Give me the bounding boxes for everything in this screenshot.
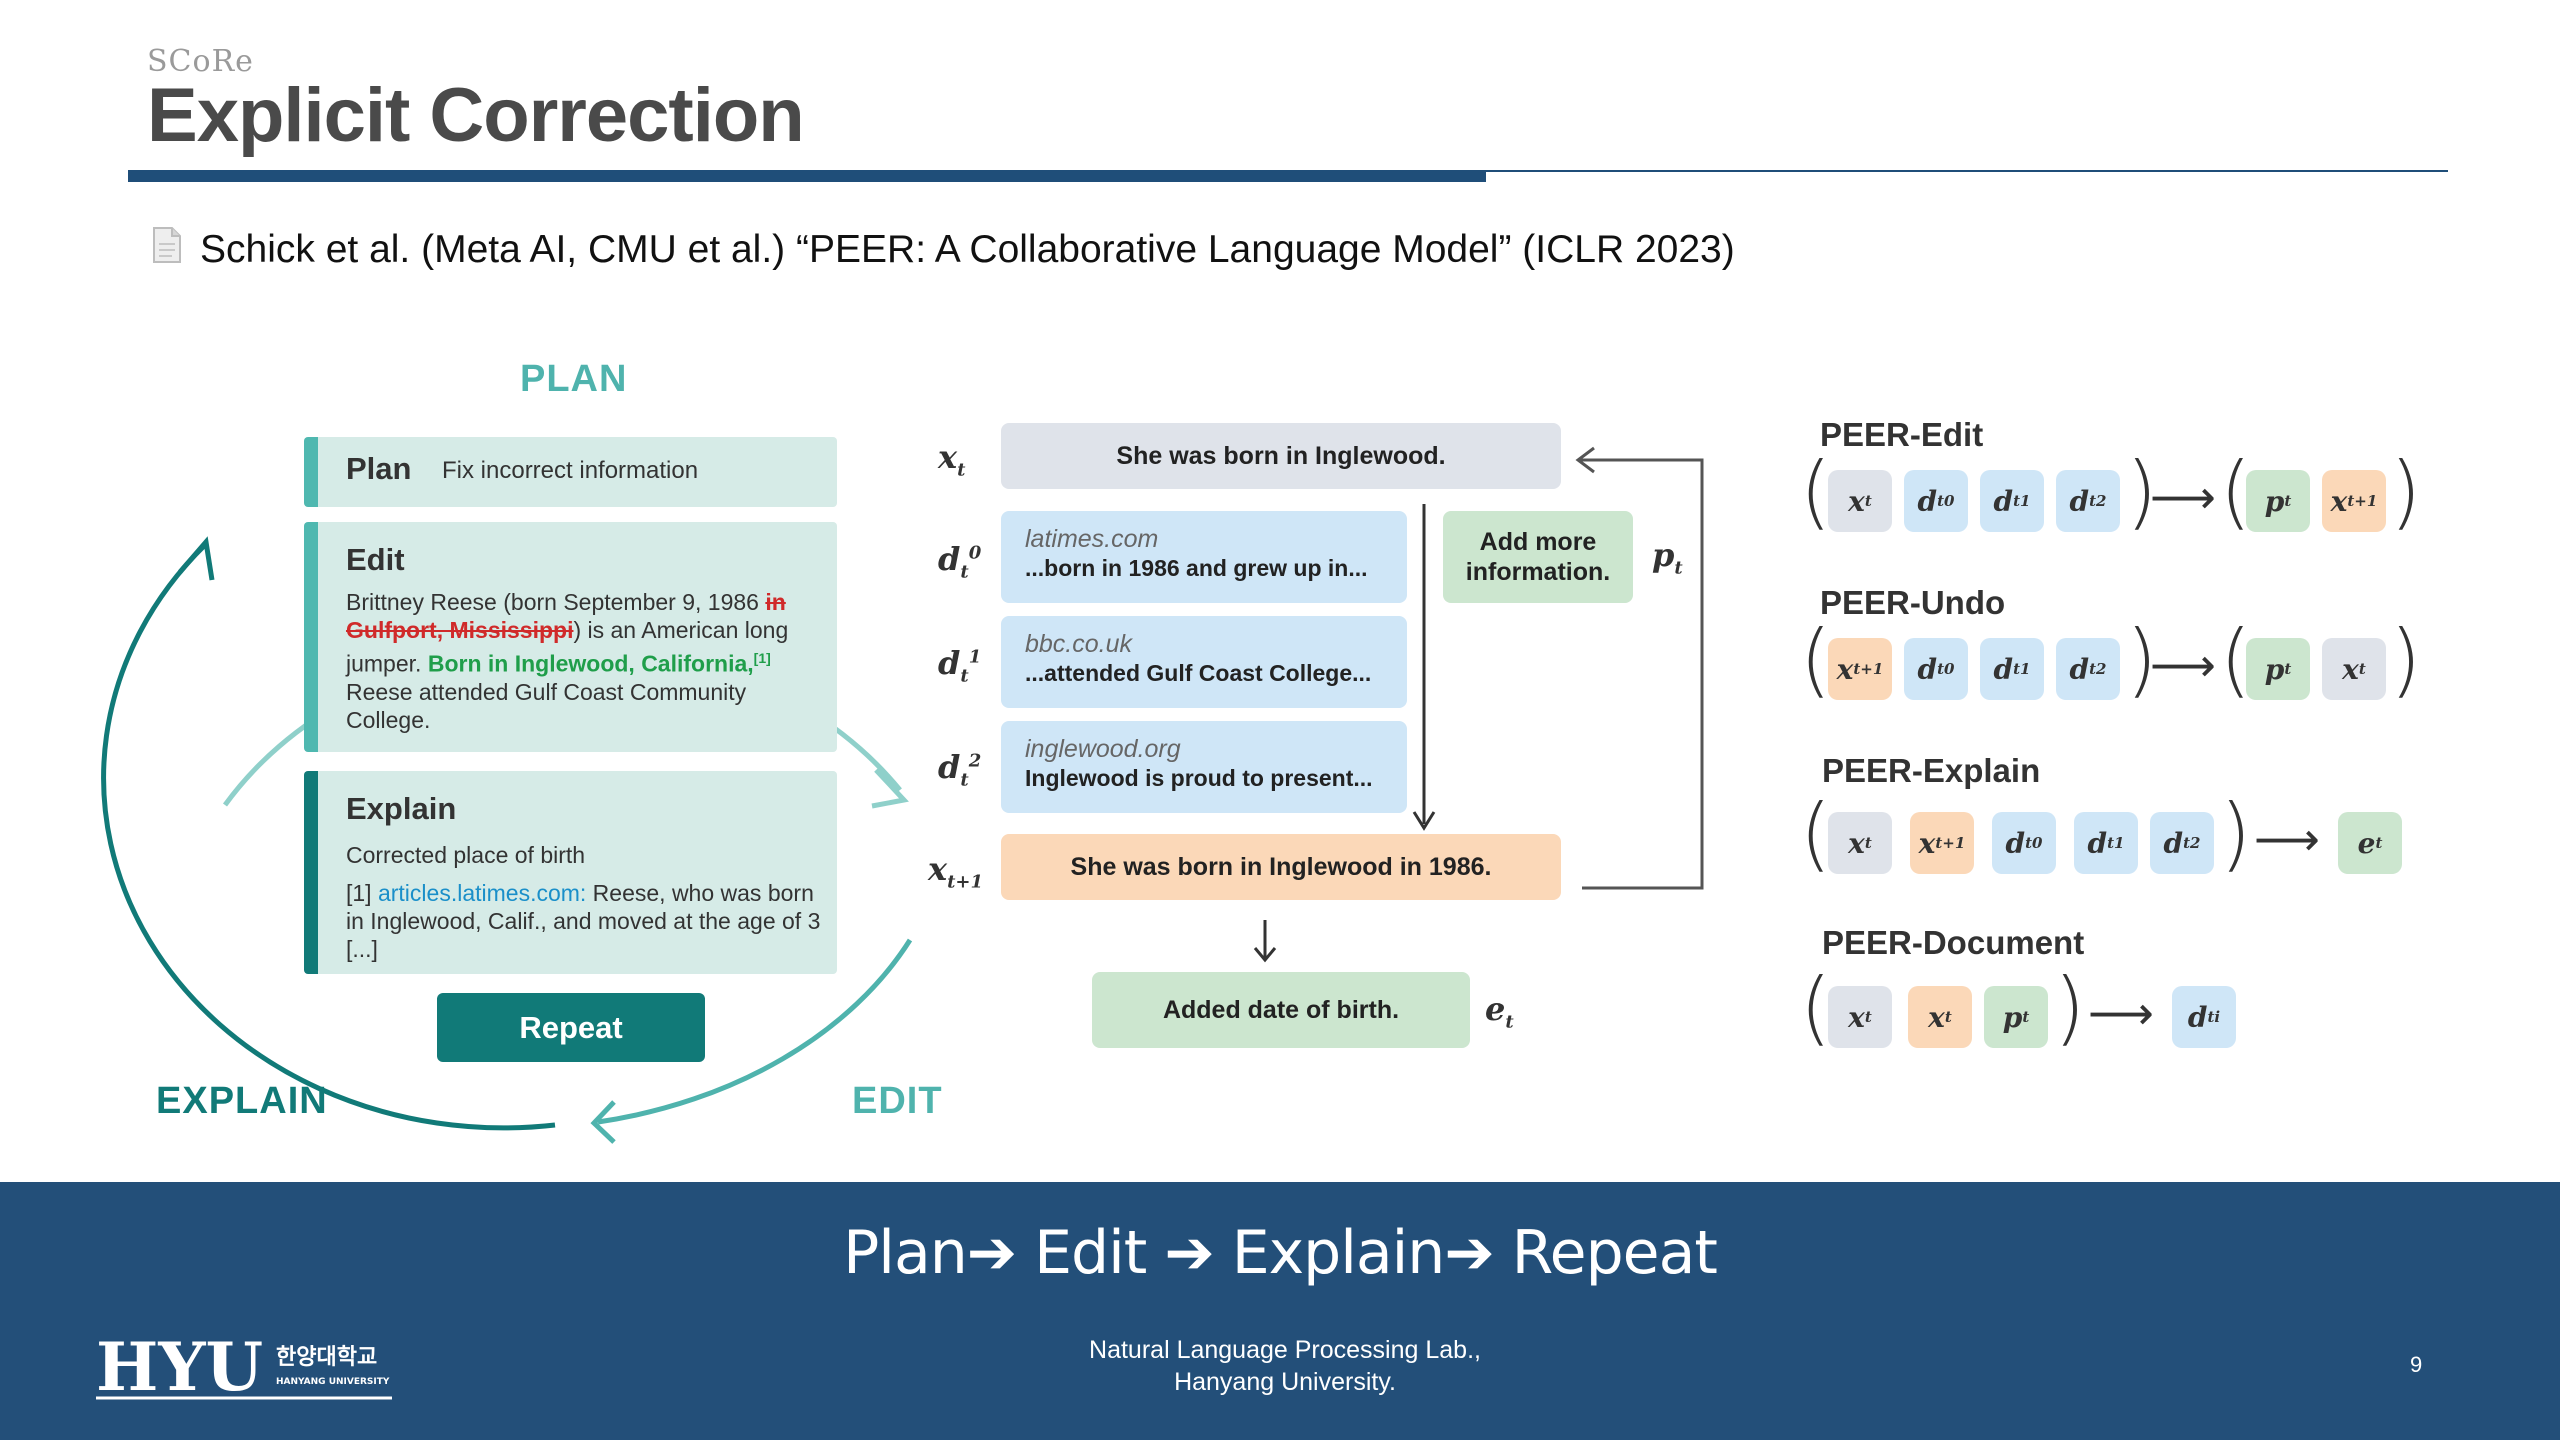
edit-label: EDIT: [852, 1080, 943, 1122]
peer-explain-title: PEER-Explain: [1822, 752, 2041, 789]
plan-card-heading: Plan: [346, 451, 412, 486]
document-card: inglewood.org Inglewood is proud to pres…: [1001, 721, 1407, 813]
logo-english: HANYANG UNIVERSITY: [276, 1377, 390, 1387]
peer-edit-title: PEER-Edit: [1820, 416, 1984, 453]
edit-inserted-text: Born in Inglewood, California,: [427, 650, 754, 677]
footer-motto: Plan➔ Edit ➔ Explain➔ Repeat: [843, 1218, 1718, 1288]
explain-card: Explain Corrected place of birth [1] art…: [304, 771, 837, 974]
document-snippet: ...attended Gulf Coast College...: [1025, 660, 1372, 686]
var-e-t: et: [1485, 990, 1514, 1033]
document-snippet: ...born in 1986 and grew up in...: [1025, 555, 1368, 581]
document-source: latimes.com: [1025, 525, 1159, 553]
document-icon: [153, 227, 181, 263]
document-card: bbc.co.uk ...attended Gulf Coast College…: [1001, 616, 1407, 708]
footer-band: [0, 1182, 2560, 1440]
paper-citation: Schick et al. (Meta AI, CMU et al.) “PEE…: [200, 228, 1735, 271]
explain-label: EXPLAIN: [156, 1080, 328, 1122]
peer-document-title: PEER-Document: [1822, 924, 2085, 961]
edit-text-2: ) is an American long jumper.: [346, 617, 789, 677]
logo-text: HYU: [96, 1332, 263, 1402]
var-d-t-0: dt0: [938, 540, 982, 583]
explain-line-1: Corrected place of birth: [346, 842, 586, 868]
edit-text-3: Reese attended Gulf Coast Community Coll…: [346, 678, 747, 733]
edit-card: Edit Brittney Reese (born September 9, 1…: [304, 522, 837, 752]
var-p-t: pt: [1652, 536, 1683, 579]
plan-label: PLAN: [520, 358, 628, 400]
explain-evidence: [1] articles.latimes.com: Reese, who was…: [346, 879, 826, 963]
document-source: bbc.co.uk: [1025, 630, 1133, 658]
plan-card: Plan Fix incorrect information: [304, 437, 837, 507]
edit-text-1: Brittney Reese (born September 9, 1986: [346, 589, 759, 615]
var-d-t-1: dt1: [938, 644, 982, 687]
lab-line-2: Hanyang University.: [1174, 1368, 1396, 1396]
document-snippet: Inglewood is proud to present...: [1025, 765, 1373, 791]
var-x-t-plus-1: xt+1: [928, 850, 983, 893]
var-x-t: xt: [938, 438, 966, 481]
explain-evidence-text: Reese, who was born in Inglewood, Calif.…: [346, 880, 821, 962]
peer-undo-title: PEER-Undo: [1820, 584, 2006, 621]
plan-box: Add more information.: [1443, 511, 1633, 603]
down-arrow-icon: [1253, 920, 1277, 963]
edit-reference: [1]: [753, 650, 771, 666]
logo-korean: 한양대학교: [276, 1345, 377, 1370]
revised-text-box: She was born in Inglewood in 1986.: [1001, 834, 1561, 900]
page-number: 9: [2410, 1352, 2423, 1377]
document-source: inglewood.org: [1025, 735, 1181, 763]
var-d-t-2: dt2: [938, 748, 982, 791]
lab-line-1: Natural Language Processing Lab.,: [1089, 1336, 1481, 1364]
repeat-button[interactable]: Repeat: [437, 993, 705, 1062]
lab-name: Natural Language Processing Lab., Hanyan…: [0, 1334, 2560, 1398]
university-logo: HYU 한양대학교 HANYANG UNIVERSITY: [96, 1332, 392, 1402]
edit-card-heading: Edit: [346, 542, 405, 577]
plan-card-text: Fix incorrect information: [442, 457, 699, 484]
title-rule-accent: [128, 170, 1486, 182]
current-text-box: She was born in Inglewood.: [1001, 423, 1561, 489]
edit-card-body: Brittney Reese (born September 9, 1986 i…: [346, 588, 826, 734]
explanation-box: Added date of birth.: [1092, 972, 1470, 1048]
flow-arrows: [1412, 446, 1704, 890]
slide-title: Explicit Correction: [147, 73, 805, 158]
explain-card-heading: Explain: [346, 791, 457, 826]
edit-deleted-text: in Gulfport, Mississippi: [346, 589, 786, 643]
explain-ref: [1]: [346, 880, 378, 906]
deck-kicker: SCoRe: [147, 44, 254, 79]
document-card: latimes.com ...born in 1986 and grew up …: [1001, 511, 1407, 603]
explain-source-link[interactable]: articles.latimes.com:: [377, 880, 587, 906]
